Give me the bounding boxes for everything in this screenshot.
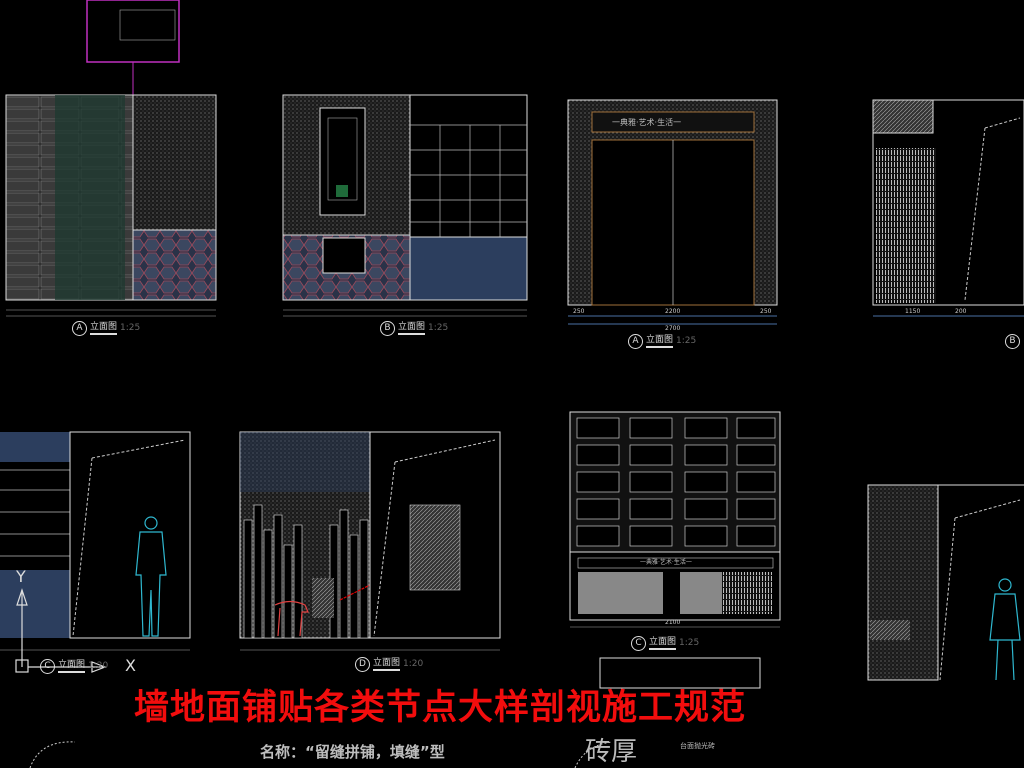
elevation-letter: A — [628, 334, 643, 349]
dog-outline — [274, 600, 309, 637]
page-title: 墙地面铺贴各类节点大样剖视施工规范 — [134, 688, 747, 728]
elevation-letter: D — [355, 657, 370, 672]
dim-door-left: 250 — [573, 308, 585, 315]
dim-door-right: 250 — [760, 308, 772, 315]
elevation-scale: 1:25 — [679, 638, 700, 648]
elevation-scale: 1:25 — [120, 323, 141, 333]
dim-side-b: 200 — [955, 308, 967, 315]
elevation-letter: B — [1005, 334, 1020, 349]
elevation-title: 立面图 — [58, 660, 86, 673]
elevation-b-side — [872, 99, 1024, 317]
ucs-x-label: X — [125, 656, 136, 675]
detail-box — [86, 0, 180, 63]
elevation-right-bottom — [867, 484, 1024, 681]
elevation-c-cabinet — [569, 411, 781, 628]
elevation-scale: 1:20 — [88, 661, 109, 671]
note-polish-label: 台面抛光砖 — [680, 742, 715, 750]
woman-silhouette — [989, 578, 1021, 681]
ucs-y-label: Y — [16, 567, 26, 586]
note-name-left: 名称：“留缝拼铺，填缝”型 — [260, 743, 445, 761]
elevation-title: 立面图 — [646, 335, 674, 348]
elevation-scale: 1:25 — [676, 336, 697, 346]
dim-side-a: 1150 — [905, 308, 921, 315]
lower-box — [599, 657, 761, 689]
elevation-letter: C — [631, 636, 646, 651]
dim-cabinet-total: 2100 — [665, 619, 681, 626]
elevation-letter: B — [380, 321, 395, 336]
cabinet-sign: 一典雅·艺术·生活一 — [640, 559, 692, 566]
person-silhouette — [135, 516, 167, 637]
elevation-scale: 1:25 — [428, 323, 449, 333]
dim-door-center: 2200 — [665, 308, 681, 315]
elevation-c-left — [0, 431, 191, 651]
elevation-scale: 1:20 — [403, 659, 424, 669]
door-sign: 一典雅·艺术·生活一 — [612, 118, 682, 127]
elevation-title: 立面图 — [373, 658, 401, 671]
elevation-a-left — [5, 94, 217, 317]
detail-circle-left — [29, 741, 76, 768]
elevation-title: 立面图 — [90, 322, 118, 335]
elevation-letter: A — [72, 321, 87, 336]
elevation-letter: C — [40, 659, 55, 674]
elevation-d — [239, 431, 501, 651]
elevation-b-left — [282, 94, 528, 317]
elevation-a-door — [567, 99, 778, 325]
elevation-title: 立面图 — [398, 322, 426, 335]
elevation-title: 立面图 — [649, 637, 677, 650]
dim-door-total: 2700 — [665, 325, 681, 332]
elevation-label-b-side: B — [1005, 334, 1020, 349]
note-thickness: 砖厚 — [585, 737, 638, 767]
